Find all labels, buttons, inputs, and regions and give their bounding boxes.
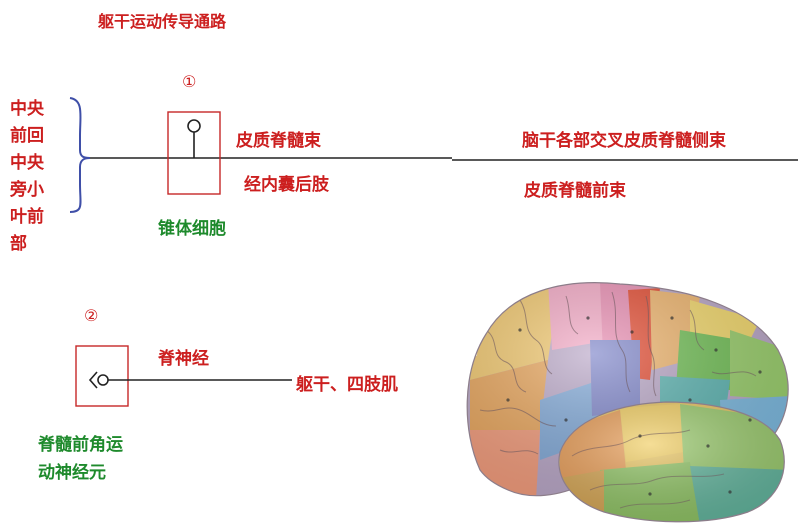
tract-label-corticospinal: 皮质脊髓束 — [236, 131, 321, 151]
spinal-nerve-label: 脊神经 — [158, 349, 209, 369]
source-line: 中央 — [10, 153, 44, 173]
pyramidal-cell-box — [167, 111, 221, 195]
pyramidal-cell-icon — [187, 119, 201, 158]
motor-neuron-box — [75, 345, 129, 407]
muscle-target-label: 躯干、四肢肌 — [296, 375, 398, 395]
tract-label-internal-capsule: 经内囊后肢 — [244, 175, 329, 195]
motor-neuron-label-line2: 动神经元 — [38, 463, 106, 483]
tract-label-lateral: 脑干各部交叉皮质脊髓侧束 — [522, 131, 726, 151]
source-line: 部 — [10, 234, 27, 254]
motor-neuron-icon — [88, 371, 109, 389]
brace-bracket — [69, 97, 91, 213]
part1-number: ① — [182, 72, 197, 91]
pyramidal-cell-label: 锥体细胞 — [158, 219, 226, 239]
brain-illustration — [466, 282, 789, 523]
part2-number: ② — [84, 306, 99, 325]
source-line: 叶前 — [10, 207, 44, 227]
tract-label-anterior: 皮质脊髓前束 — [524, 181, 626, 201]
motor-neuron-label-line1: 脊髓前角运 — [38, 435, 123, 455]
diagram-title: 躯干运动传导通路 — [98, 12, 227, 31]
source-line: 前回 — [10, 126, 44, 146]
source-line: 旁小 — [10, 180, 44, 200]
source-line: 中央 — [10, 99, 44, 119]
source-cortex-label: 中央 前回 中央 旁小 叶前 部 — [10, 96, 50, 258]
